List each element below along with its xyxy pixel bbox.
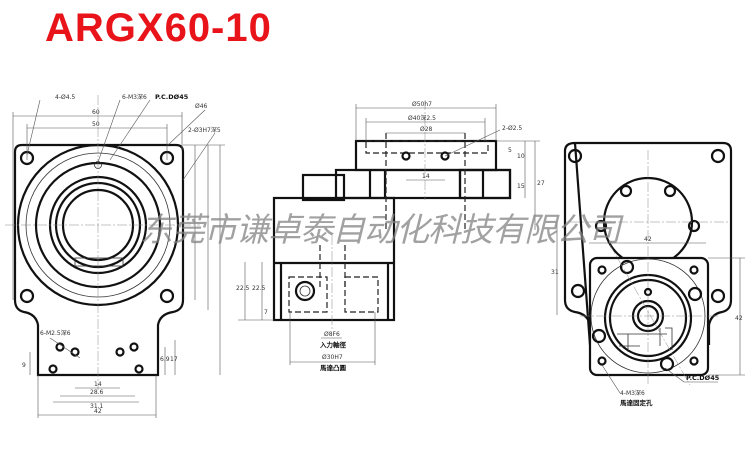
right-view: 42 31 42 P.C.DØ45 4-M3深6 馬達固定孔 [551,141,745,407]
dim-22-5a: 22.5 [236,285,250,292]
mount-hole [659,356,675,372]
label-pcd: P.C.DØ45 [155,93,189,101]
pin-hole [440,151,450,161]
dim-60: 60 [92,109,100,116]
dim-input-dia: Ø8F6 [324,331,340,338]
side-block [458,168,512,200]
label-pin: 2-Ø2.5 [502,125,522,132]
mount-hole [619,184,633,198]
mount-hole [619,259,635,275]
mount-hole [570,283,586,299]
tap-hole [597,265,607,275]
input-shaft [299,285,311,297]
mount-hole [594,219,608,233]
dim-6-9: 6.9 [160,356,170,363]
dim-d40: Ø40深2.5 [408,114,436,122]
dim-42: 42 [94,408,102,415]
tap-hole [115,347,125,357]
mount-hole [591,328,607,344]
middle-view: Ø50h7 Ø40深2.5 Ø28 2-Ø2.5 14 Ø8F6 入力軸徑 Ø3… [236,100,545,372]
dim-14: 14 [422,173,430,180]
tap-hole [134,364,144,374]
motor-adapter [272,196,396,322]
dim-22-5b: 22.5 [252,285,266,292]
dim-15: 15 [517,183,525,190]
label-taps: 6-M3深6 [122,93,147,101]
label-dia: Ø46 [195,103,208,110]
housing-plate [563,141,733,346]
dim-28-6: 28.6 [90,389,104,396]
dim-9: 9 [22,362,26,369]
label-motor-boss: 馬達凸圓 [320,363,347,372]
dim-17: 17 [170,356,178,363]
dim-31: 31 [551,269,559,276]
dim-7: 7 [264,309,268,316]
dim-27: 27 [537,180,545,187]
dim-d50: Ø50h7 [412,101,432,108]
dim-31-1: 31.1 [90,403,104,410]
mount-hole [159,288,175,304]
label-holes: 4-Ø4.5 [55,94,75,101]
flange-outline [13,143,185,377]
dim-10: 10 [517,153,525,160]
input-stub [301,173,346,202]
tap-hole [48,364,58,374]
mount-hole [19,288,35,304]
mount-hole [567,148,583,164]
label-taps: 4-M3深6 [620,389,645,397]
label-bottom-taps: 6-M2.5深6 [40,329,71,337]
left-view: 4-Ø4.5 6-M3深6 P.C.DØ45 Ø46 2-Ø3H7深5 6-M2… [5,93,225,418]
dim-5: 5 [508,147,512,154]
input-shaft-bore [294,280,316,302]
label-taps-sub: 馬達固定孔 [620,398,653,407]
product-title: ARGX60-10 [45,6,272,50]
mount-hole [710,288,726,304]
label-pcd: P.C.DØ45 [686,374,720,382]
label-pins: 2-Ø3H7深5 [188,126,221,134]
tap-hole [689,356,699,366]
mount-hole [663,184,677,198]
dim-50: 50 [92,121,100,128]
dim-motor-dia: Ø30H7 [322,354,343,361]
keyway [74,257,124,267]
tap-hole [129,342,139,352]
dim-14: 14 [94,381,102,388]
dim-42-w: 42 [644,236,652,243]
dim-d28: Ø28 [420,126,433,133]
output-flange [354,139,498,172]
pin-hole [401,151,411,161]
mount-hole [710,148,726,164]
watermark: 东莞市谦卓泰自动化科技有限公司 [140,210,621,249]
label-input-shaft: 入力軸徑 [319,340,347,349]
dim-42-v: 42 [735,315,743,322]
mount-hole [687,219,701,233]
mount-hole [687,286,703,302]
tap-hole [597,356,607,366]
tap-hole [689,265,699,275]
